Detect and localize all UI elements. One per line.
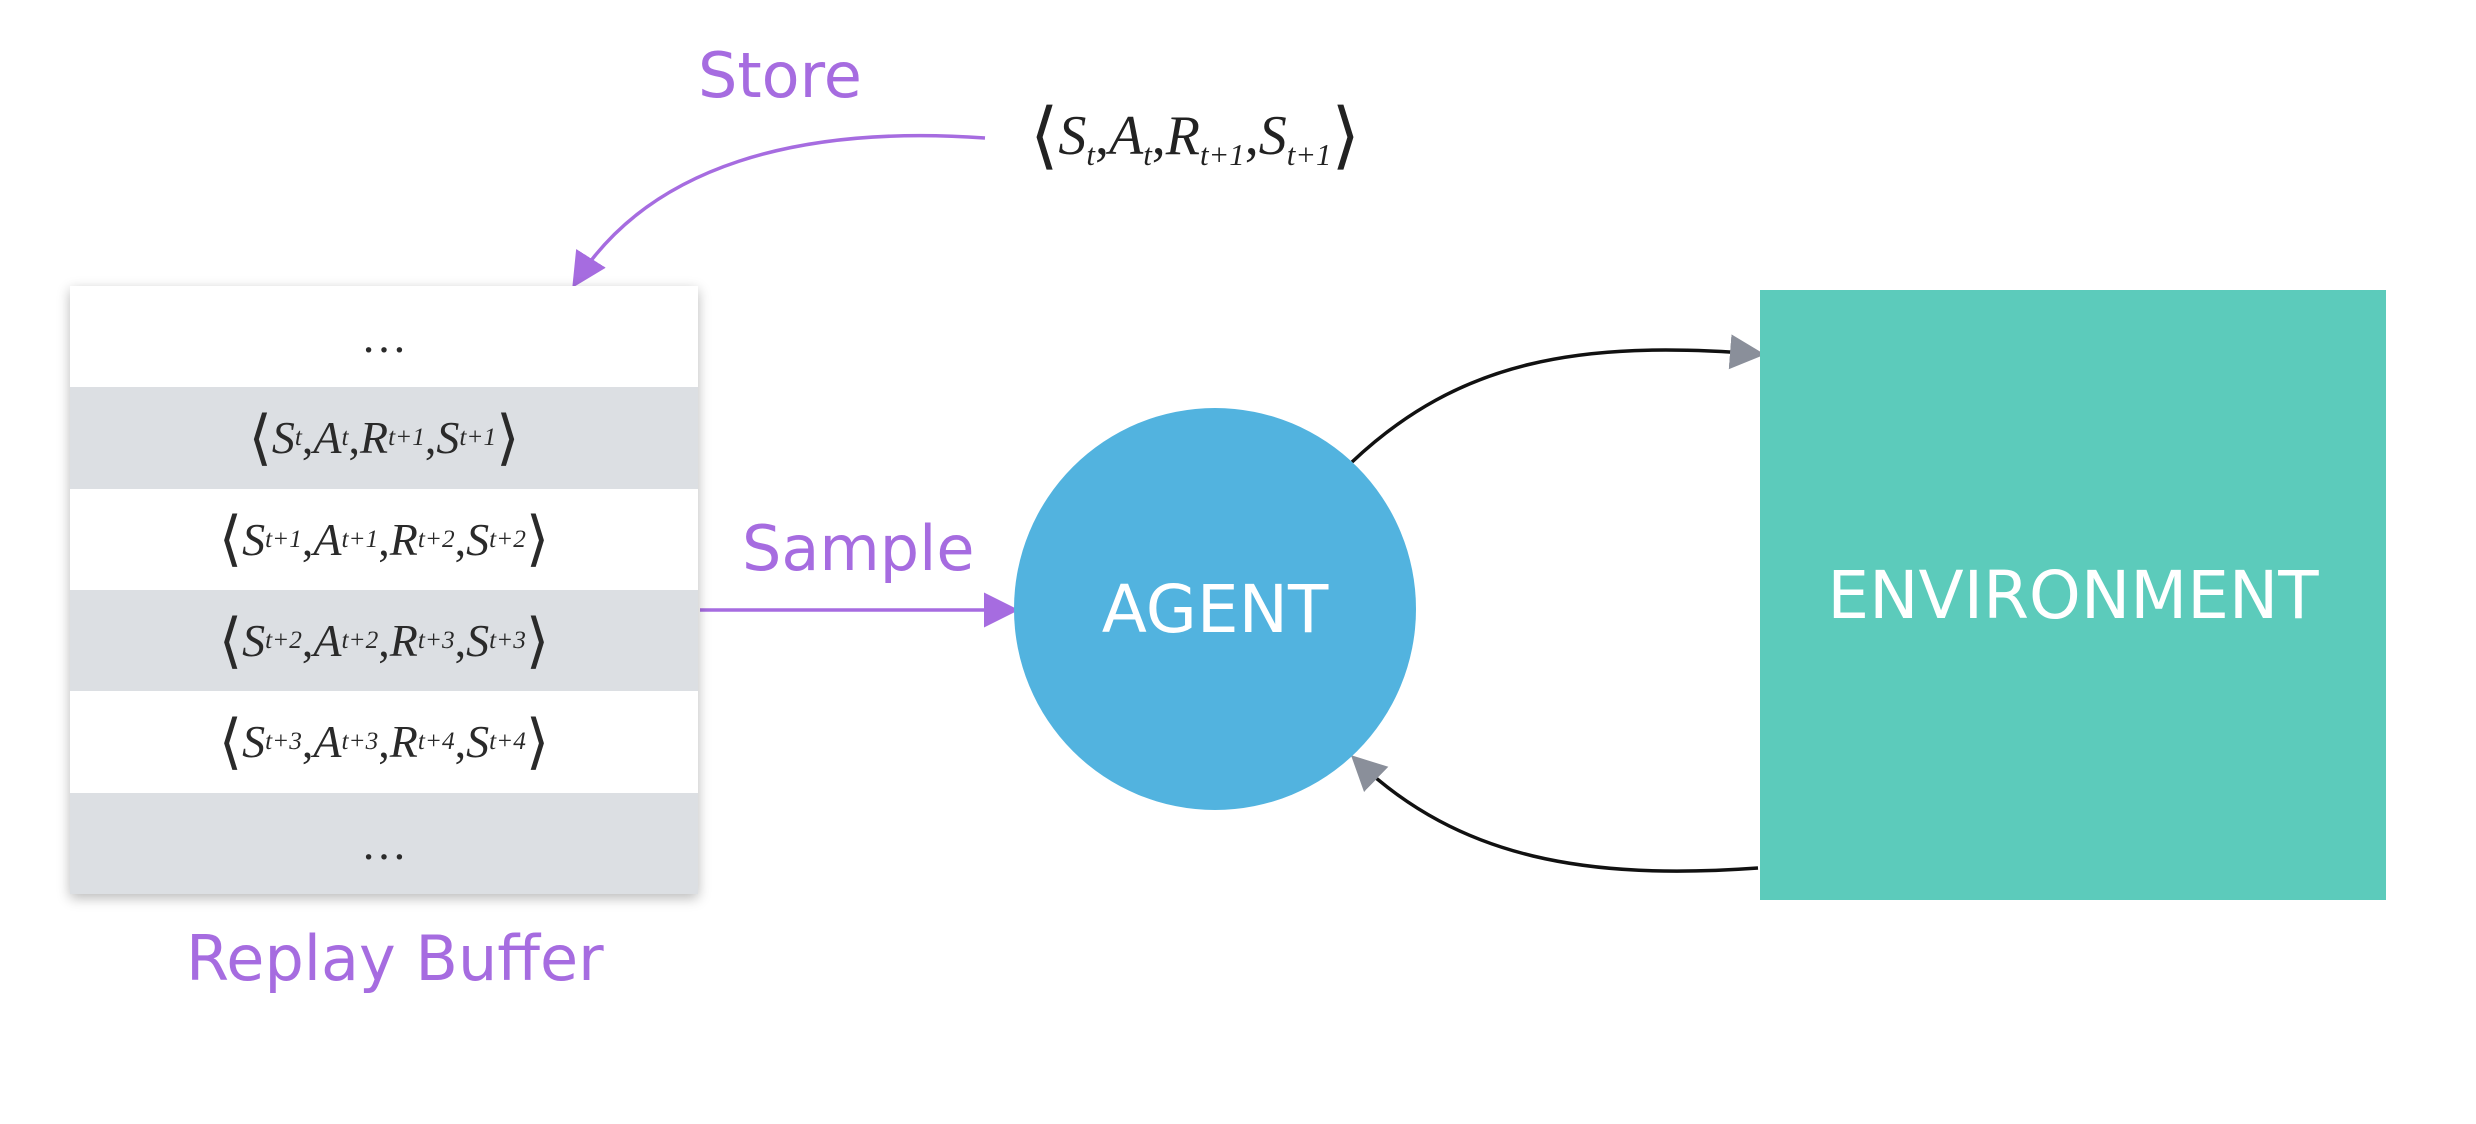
- store-label: Store: [698, 39, 862, 112]
- environment-label: ENVIRONMENT: [1827, 556, 2319, 634]
- action-arrow: [1350, 334, 1765, 464]
- buffer-row-ellipsis-bottom: …: [70, 792, 698, 894]
- buffer-row-ellipsis-top: …: [361, 311, 407, 363]
- replay-buffer-label: Replay Buffer: [186, 922, 604, 995]
- feedback-arrow: [1350, 755, 1759, 873]
- store-arrow: [572, 133, 986, 288]
- agent-label: AGENT: [1101, 570, 1329, 648]
- sample-label: Sample: [742, 512, 975, 585]
- environment-node: ENVIRONMENT: [1760, 290, 2386, 900]
- stored-transition-tuple: ⟨St,At,Rt+1,St+1⟩: [1030, 95, 1360, 176]
- agent-node: AGENT: [1014, 408, 1416, 810]
